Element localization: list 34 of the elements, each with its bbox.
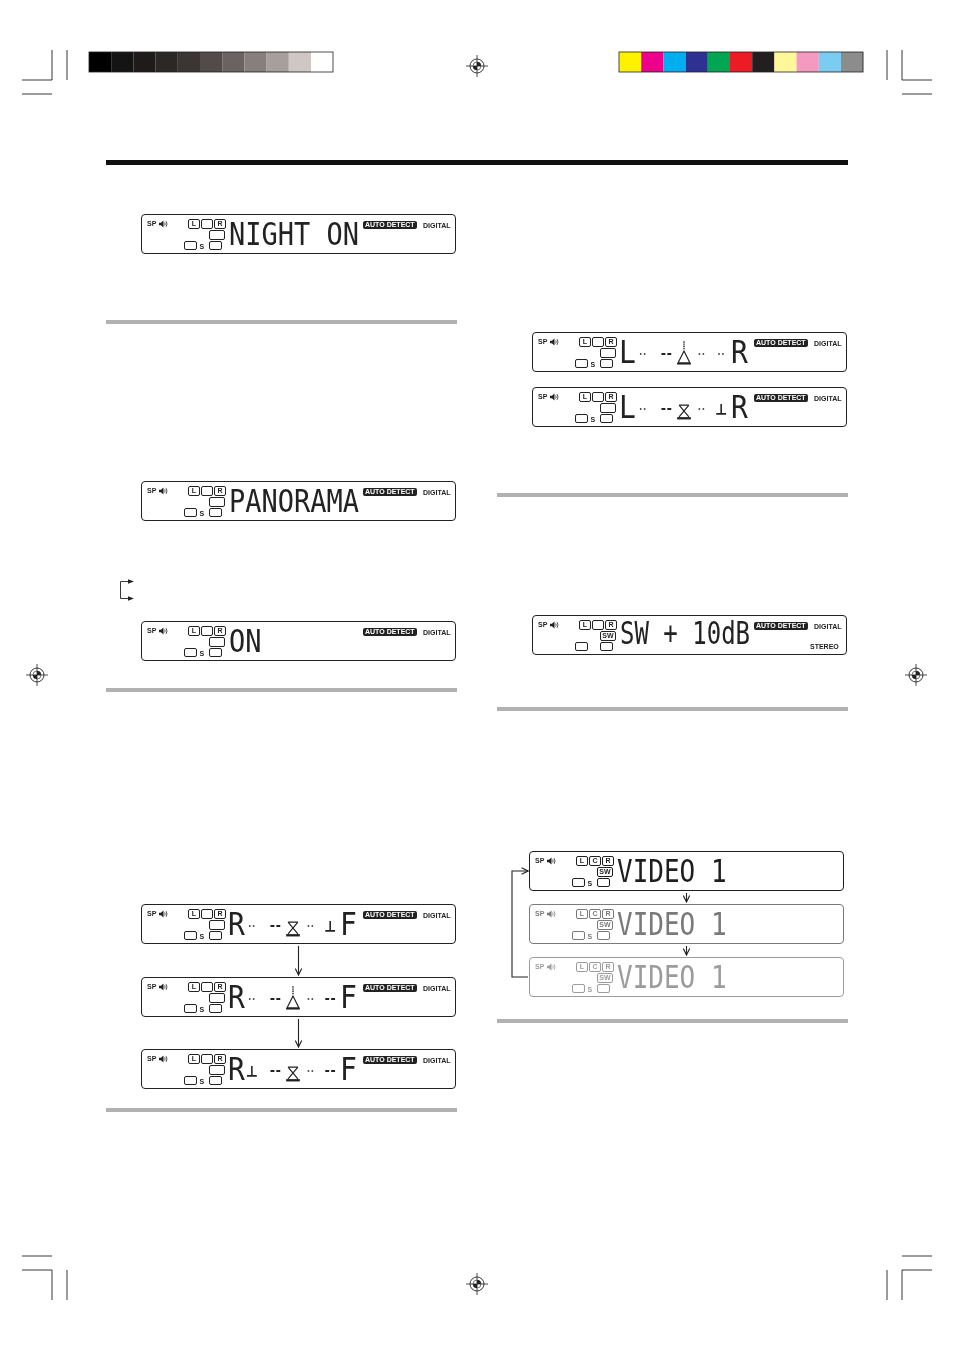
dot-matrix-text: R <box>228 910 245 939</box>
dot-matrix-text: VIDEO 1 <box>617 857 727 887</box>
dot-matrix-text: F <box>340 1055 357 1084</box>
lcd-display-panel <box>141 1049 456 1089</box>
dot-matrix-text: R <box>228 1055 245 1084</box>
lcd-display-panel <box>141 214 456 254</box>
dot-matrix-text: ON <box>229 627 262 657</box>
dot-matrix-text: F <box>340 983 357 1012</box>
lcd-display-panel <box>141 481 456 521</box>
arrow <box>682 892 691 903</box>
lcd-display-panel <box>532 387 847 427</box>
lcd-display-panel <box>529 904 844 944</box>
dot-matrix-text: R <box>731 338 748 367</box>
lcd-display-panel <box>141 621 456 661</box>
lcd-display-panel <box>532 332 847 372</box>
arrow <box>682 945 691 956</box>
lcd-display-panel <box>141 904 456 944</box>
dot-matrix-text: VIDEO 1 <box>617 963 727 993</box>
lcd-display-panel <box>529 957 844 997</box>
dot-matrix-text: F <box>340 910 357 939</box>
lcd-display-panel <box>532 615 847 655</box>
loop-arrow <box>511 867 529 978</box>
dot-matrix-text: PANORAMA <box>229 487 360 517</box>
dot-matrix-text: R <box>228 983 245 1012</box>
dot-matrix-text: L <box>619 338 636 367</box>
dot-matrix-text: R <box>731 393 748 422</box>
dot-matrix-text: NIGHT ON <box>229 220 360 250</box>
lcd-display-panel <box>141 977 456 1017</box>
arrow <box>294 945 303 976</box>
dot-matrix-text: L <box>619 393 636 422</box>
dot-matrix-text: SW + 10dB <box>620 621 751 650</box>
arrow <box>294 1018 303 1048</box>
dot-matrix-text: VIDEO 1 <box>617 910 727 940</box>
lcd-display-panel <box>529 851 844 891</box>
